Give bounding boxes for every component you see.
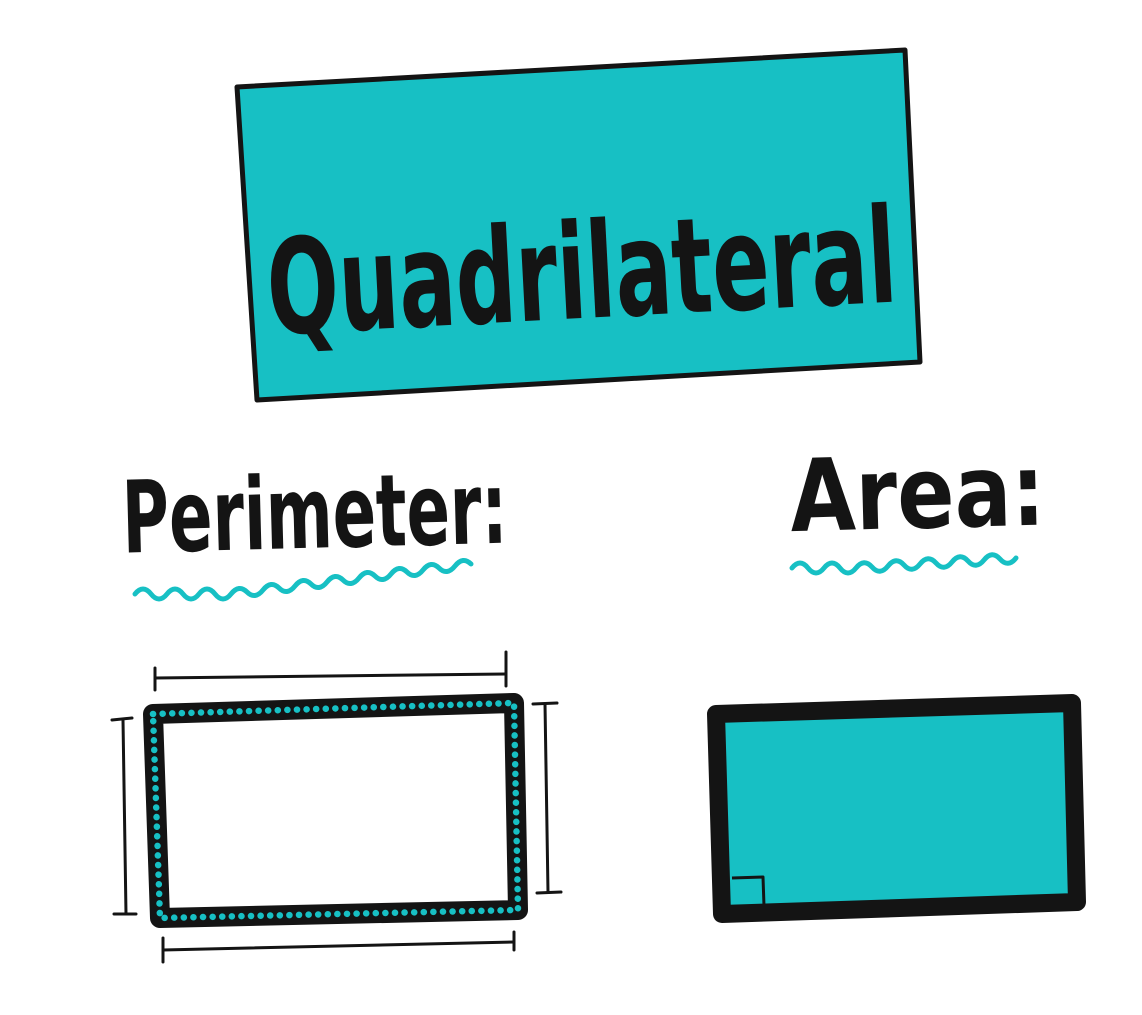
- perimeter-rectangle: [143, 693, 528, 928]
- perimeter-label: Perimeter:: [121, 450, 509, 577]
- perimeter-dotted-trace: [149, 699, 522, 922]
- bottom-dimension-bracket: [161, 930, 516, 964]
- area-diagram: [707, 694, 1086, 923]
- title-banner-box: [234, 47, 923, 403]
- area-underline-squiggle: [789, 552, 1019, 576]
- area-heading: Area:: [789, 431, 1047, 576]
- unit-square-marker: [731, 875, 766, 907]
- left-dimension-bracket: [110, 716, 138, 916]
- area-rectangle: [707, 694, 1086, 923]
- top-dimension-bracket: [153, 650, 508, 692]
- perimeter-heading: Perimeter:: [121, 450, 509, 602]
- perimeter-underline-squiggle: [132, 558, 474, 602]
- area-label: Area:: [789, 431, 1047, 555]
- title-banner: Quadrilateral: [234, 47, 923, 403]
- perimeter-diagram: [110, 650, 563, 964]
- right-dimension-bracket: [531, 701, 563, 895]
- title-text: Quadrilateral: [263, 180, 900, 367]
